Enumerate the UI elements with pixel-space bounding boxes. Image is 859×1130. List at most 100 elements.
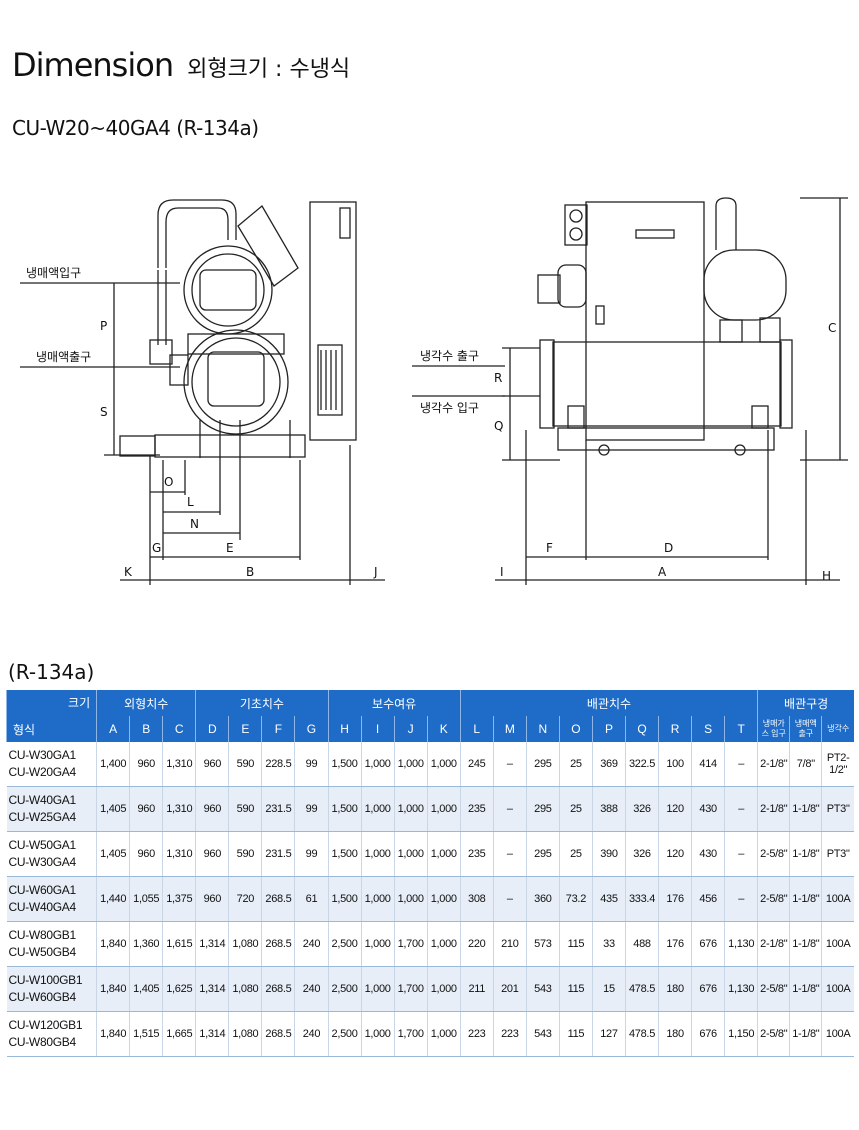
table-cell: 1,840 — [96, 921, 130, 967]
dim-label-k: K — [124, 565, 133, 579]
table-cell: 2-5/8" — [757, 876, 790, 922]
table-cell: 115 — [558, 921, 593, 967]
model-range: CU-W20~40GA4 (R-134a) — [12, 116, 259, 140]
table-cell: 176 — [658, 921, 692, 967]
column-header-g: G — [294, 716, 329, 742]
table-cell: 99 — [294, 831, 329, 877]
table-cell: 1-1/8" — [789, 1011, 822, 1057]
label-cooling-water-outlet: 냉각수 출구 — [420, 349, 479, 363]
table-cell: 180 — [658, 1011, 692, 1057]
table-cell: 268.5 — [261, 876, 295, 922]
table-cell: 223 — [492, 1011, 527, 1057]
table-cell: 590 — [228, 742, 262, 787]
group-piping-dimensions: 배관치수 — [459, 690, 758, 716]
table-cell: 369 — [591, 742, 626, 787]
table-cell: 7/8" — [789, 742, 822, 787]
table-cell: 2-5/8" — [757, 966, 790, 1012]
column-header-n: N — [525, 716, 560, 742]
table-cell: 25 — [558, 786, 593, 832]
table-cell: 231.5 — [261, 786, 295, 832]
table-cell: 1,080 — [228, 1011, 262, 1057]
column-header-pipe-0: 냉매가스 입구 — [757, 716, 790, 742]
table-cell: 100A — [821, 966, 854, 1012]
column-header-j: J — [393, 716, 428, 742]
table-cell: – — [492, 742, 527, 787]
table-cell: 1,000 — [360, 921, 395, 967]
group-foundation-dimensions: 기초치수 — [195, 690, 329, 716]
table-cell: 478.5 — [624, 1011, 659, 1057]
column-header-p: P — [591, 716, 626, 742]
table-cell: – — [724, 831, 758, 877]
table-cell: – — [492, 831, 527, 877]
table-cell: 1,000 — [393, 786, 428, 832]
table-cell: 1,400 — [96, 742, 130, 787]
table-cell: 1,000 — [360, 786, 395, 832]
table-cell: 120 — [658, 786, 692, 832]
table-cell: 231.5 — [261, 831, 295, 877]
table-cell: 590 — [228, 831, 262, 877]
table-cell: 1,314 — [195, 1011, 229, 1057]
table-cell: 235 — [459, 831, 494, 877]
table-cell: 1-1/8" — [789, 831, 822, 877]
table-cell: 676 — [691, 921, 725, 967]
group-service-clearance: 보수여유 — [327, 690, 461, 716]
table-cell: – — [724, 786, 758, 832]
table-cell: 228.5 — [261, 742, 295, 787]
table-cell: 1,310 — [162, 742, 196, 787]
corner-header: 크기 형식 — [5, 690, 97, 742]
table-cell: 1,700 — [393, 1011, 428, 1057]
model-name: CU-W50GA1 — [8, 838, 77, 852]
table-cell: 1,000 — [393, 742, 428, 787]
table-cell: 33 — [591, 921, 626, 967]
table-cell: 295 — [525, 786, 560, 832]
table-cell: 543 — [525, 966, 560, 1012]
table-cell: 211 — [459, 966, 494, 1012]
model-name: CU-W40GA4 — [8, 900, 77, 914]
dim-label-a: A — [658, 565, 667, 579]
table-cell: 1,405 — [129, 966, 163, 1012]
table-cell: 25 — [558, 831, 593, 877]
table-cell: 1,000 — [426, 786, 461, 832]
table-cell: 176 — [658, 876, 692, 922]
table-cell: 322.5 — [624, 742, 659, 787]
dim-label-c: C — [828, 321, 836, 335]
table-cell: 2-1/8" — [757, 742, 790, 787]
model-name: CU-W60GA1 — [8, 883, 77, 897]
table-title: (R-134a) — [8, 660, 95, 684]
table-cell: 430 — [691, 831, 725, 877]
column-header-a: A — [96, 716, 130, 742]
table-cell: 1,840 — [96, 966, 130, 1012]
table-cell: 960 — [129, 831, 163, 877]
table-cell: 180 — [658, 966, 692, 1012]
table-cell: 240 — [294, 1011, 329, 1057]
column-header-i: I — [360, 716, 395, 742]
table-cell: 295 — [525, 742, 560, 787]
table-cell: 430 — [691, 786, 725, 832]
table-cell: 2-1/8" — [757, 786, 790, 832]
table-cell: 2-1/8" — [757, 921, 790, 967]
dim-label-l: L — [187, 495, 194, 509]
table-cell: 1,515 — [129, 1011, 163, 1057]
table-cell: 100 — [658, 742, 692, 787]
column-header-b: B — [129, 716, 163, 742]
table-cell: 1,500 — [327, 742, 362, 787]
table-cell: 99 — [294, 786, 329, 832]
table-cell: 326 — [624, 831, 659, 877]
table-cell: 295 — [525, 831, 560, 877]
table-cell: 201 — [492, 966, 527, 1012]
column-header-pipe-2: 냉각수 — [821, 716, 854, 742]
table-cell: 2,500 — [327, 966, 362, 1012]
table-cell: 1,375 — [162, 876, 196, 922]
column-header-h: H — [327, 716, 362, 742]
table-cell: 1,615 — [162, 921, 196, 967]
table-cell: 2-5/8" — [757, 831, 790, 877]
model-name: CU-W20GA4 — [8, 765, 77, 779]
table-cell: 1-1/8" — [789, 921, 822, 967]
table-cell: 1,440 — [96, 876, 130, 922]
table-cell: 1,000 — [426, 876, 461, 922]
column-header-r: R — [658, 716, 692, 742]
table-cell: 960 — [195, 742, 229, 787]
